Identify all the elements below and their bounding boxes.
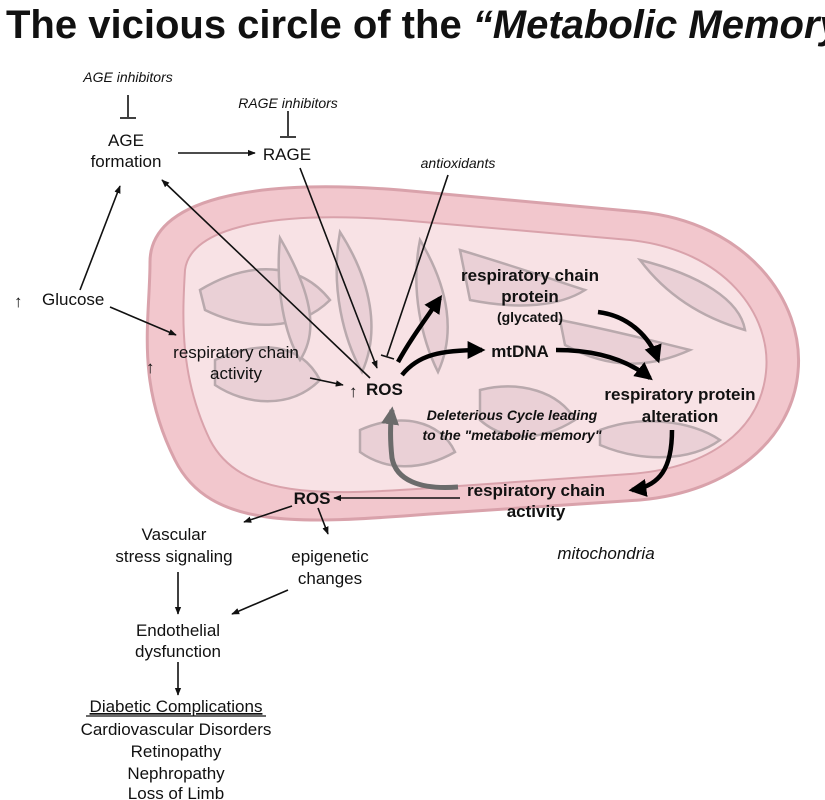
complications-heading: Diabetic Complications: [90, 697, 263, 716]
age-inhibitors-label: AGE inhibitors: [82, 69, 172, 85]
diagram-title: The vicious circle of the “Metabolic Mem…: [6, 3, 825, 47]
rc-protein-label-line2: protein: [501, 287, 559, 306]
thin-arrows: [79, 95, 460, 696]
resp-activity-label-line1: respiratory chain: [173, 343, 299, 362]
ros-up-arrow: ↑: [349, 382, 358, 401]
age-formation-label-line2: formation: [91, 152, 162, 171]
mitochondria-label: mitochondria: [557, 544, 654, 563]
cycle-arrows: [381, 295, 675, 497]
ros-center-label: ROS: [366, 380, 403, 399]
cycle-label-line2: to the "metabolic memory": [423, 427, 602, 443]
rage-label: RAGE: [263, 145, 311, 164]
rc-activity-bottom-label-line2: activity: [507, 502, 566, 521]
cycle-label-line1: Deleterious Cycle leading: [427, 407, 598, 423]
rc-activity-bottom-label-line1: respiratory chain: [467, 481, 605, 500]
rc-protein-label-line1: respiratory chain: [461, 266, 599, 285]
glucose-up-arrow: ↑: [14, 292, 23, 311]
endothelial-label-line1: Endothelial: [136, 621, 220, 640]
endothelial-label-line2: dysfunction: [135, 642, 221, 661]
resp-activity-label-line2: activity: [210, 364, 262, 383]
epigenetic-label-line1: epigenetic: [291, 547, 369, 566]
antioxidants-label: antioxidants: [421, 155, 496, 171]
resp-alteration-label-line2: alteration: [642, 407, 719, 426]
complication-item: Nephropathy: [127, 764, 225, 783]
complication-item: Retinopathy: [131, 742, 222, 761]
complication-item: Loss of Limb: [128, 784, 224, 800]
resp-activity-up-arrow: ↑: [146, 358, 155, 377]
mitochondrion-illustration: [145, 185, 801, 522]
glucose-label: Glucose: [42, 290, 104, 309]
epigenetic-label-line2: changes: [298, 569, 362, 588]
complication-item: Cardiovascular Disorders: [81, 720, 272, 739]
ros-lower-label: ROS: [294, 489, 331, 508]
cristae: [198, 228, 747, 468]
rc-protein-label-line3: (glycated): [497, 309, 563, 325]
vascular-label-line2: stress signaling: [115, 547, 232, 566]
diagram-labels: AGE inhibitors RAGE inhibitors AGE forma…: [14, 69, 756, 800]
vascular-label-line1: Vascular: [142, 525, 207, 544]
age-formation-label-line1: AGE: [108, 131, 144, 150]
resp-alteration-label-line1: respiratory protein: [604, 385, 755, 404]
mtdna-label: mtDNA: [491, 342, 549, 361]
rage-inhibitors-label: RAGE inhibitors: [238, 95, 338, 111]
